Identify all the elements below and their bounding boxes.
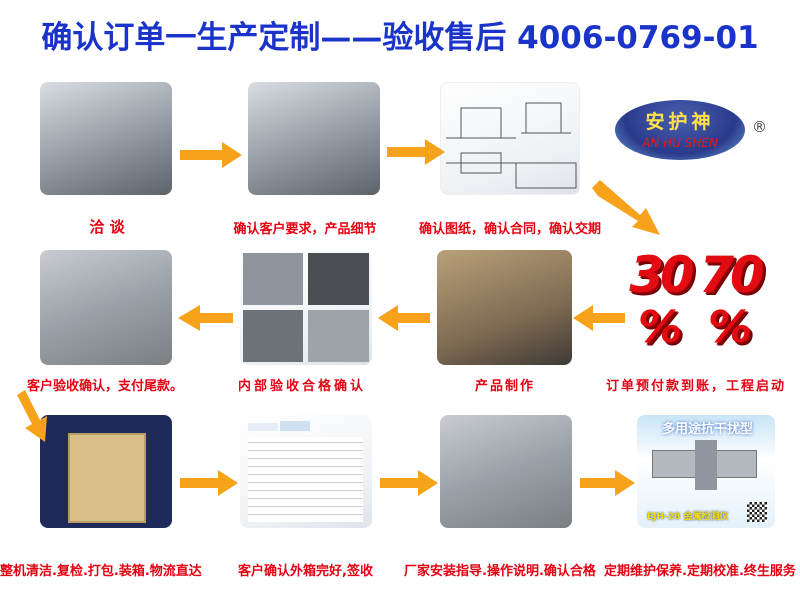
deposit-percent: 30 % (629, 246, 695, 353)
product-model: EJH-28 金属检测仪 (647, 512, 729, 522)
registered-mark: ® (752, 118, 767, 136)
step-label: 厂家安装指导.操作说明.确认合格 (404, 564, 596, 579)
tracking-screenshot (240, 415, 372, 528)
step-label: 客户验收确认，支付尾款。 (26, 379, 183, 394)
step-label: 整机清洁.复检.打包.装箱.物流直达 (0, 564, 202, 579)
balance-percent: 70 % (699, 246, 765, 353)
arrow-right-icon (387, 139, 445, 165)
step-label: 产品制作 (474, 379, 535, 394)
machine-photo (248, 82, 380, 195)
packing-photo (40, 415, 172, 528)
drawing-photo (440, 82, 580, 195)
arrow-right-icon (380, 470, 438, 496)
arrow-left-icon (178, 305, 233, 331)
qr-code-icon (747, 502, 767, 522)
negotiation-photo (40, 82, 172, 195)
arrow-left-icon (573, 305, 625, 331)
step-label: 洽 谈 (89, 218, 125, 236)
product-slogan: 多用途抗干扰型 (661, 422, 753, 437)
installation-photo (440, 415, 572, 528)
step-label: 定期维护保养.定期校准.终生服务 (604, 564, 796, 579)
step-label: 确认客户要求，产品细节 (233, 222, 377, 237)
technical-drawing-icon (446, 102, 577, 189)
page-title: 确认订单一生产定制——验收售后 4006-0769-01 (41, 20, 759, 56)
acceptance-photo (40, 250, 172, 365)
inspection-photo (240, 250, 372, 365)
production-photo (437, 250, 572, 365)
arrow-left-icon (378, 305, 430, 331)
step-label: 客户确认外箱完好,签收 (238, 564, 373, 579)
arrow-right-icon (580, 470, 635, 496)
brand-logo: 安护神 AN HU SHEN (615, 100, 745, 160)
arrow-right-icon (180, 142, 242, 168)
arrow-right-icon (180, 470, 238, 496)
step-label: 内部验收合格确认 (237, 379, 366, 394)
step-label: 订单预付款到账，工程启动 (605, 379, 786, 394)
step-label: 确认图纸，确认合同，确认交期 (418, 222, 601, 237)
product-photo: 多用途抗干扰型 EJH-28 金属检测仪 (637, 415, 775, 528)
